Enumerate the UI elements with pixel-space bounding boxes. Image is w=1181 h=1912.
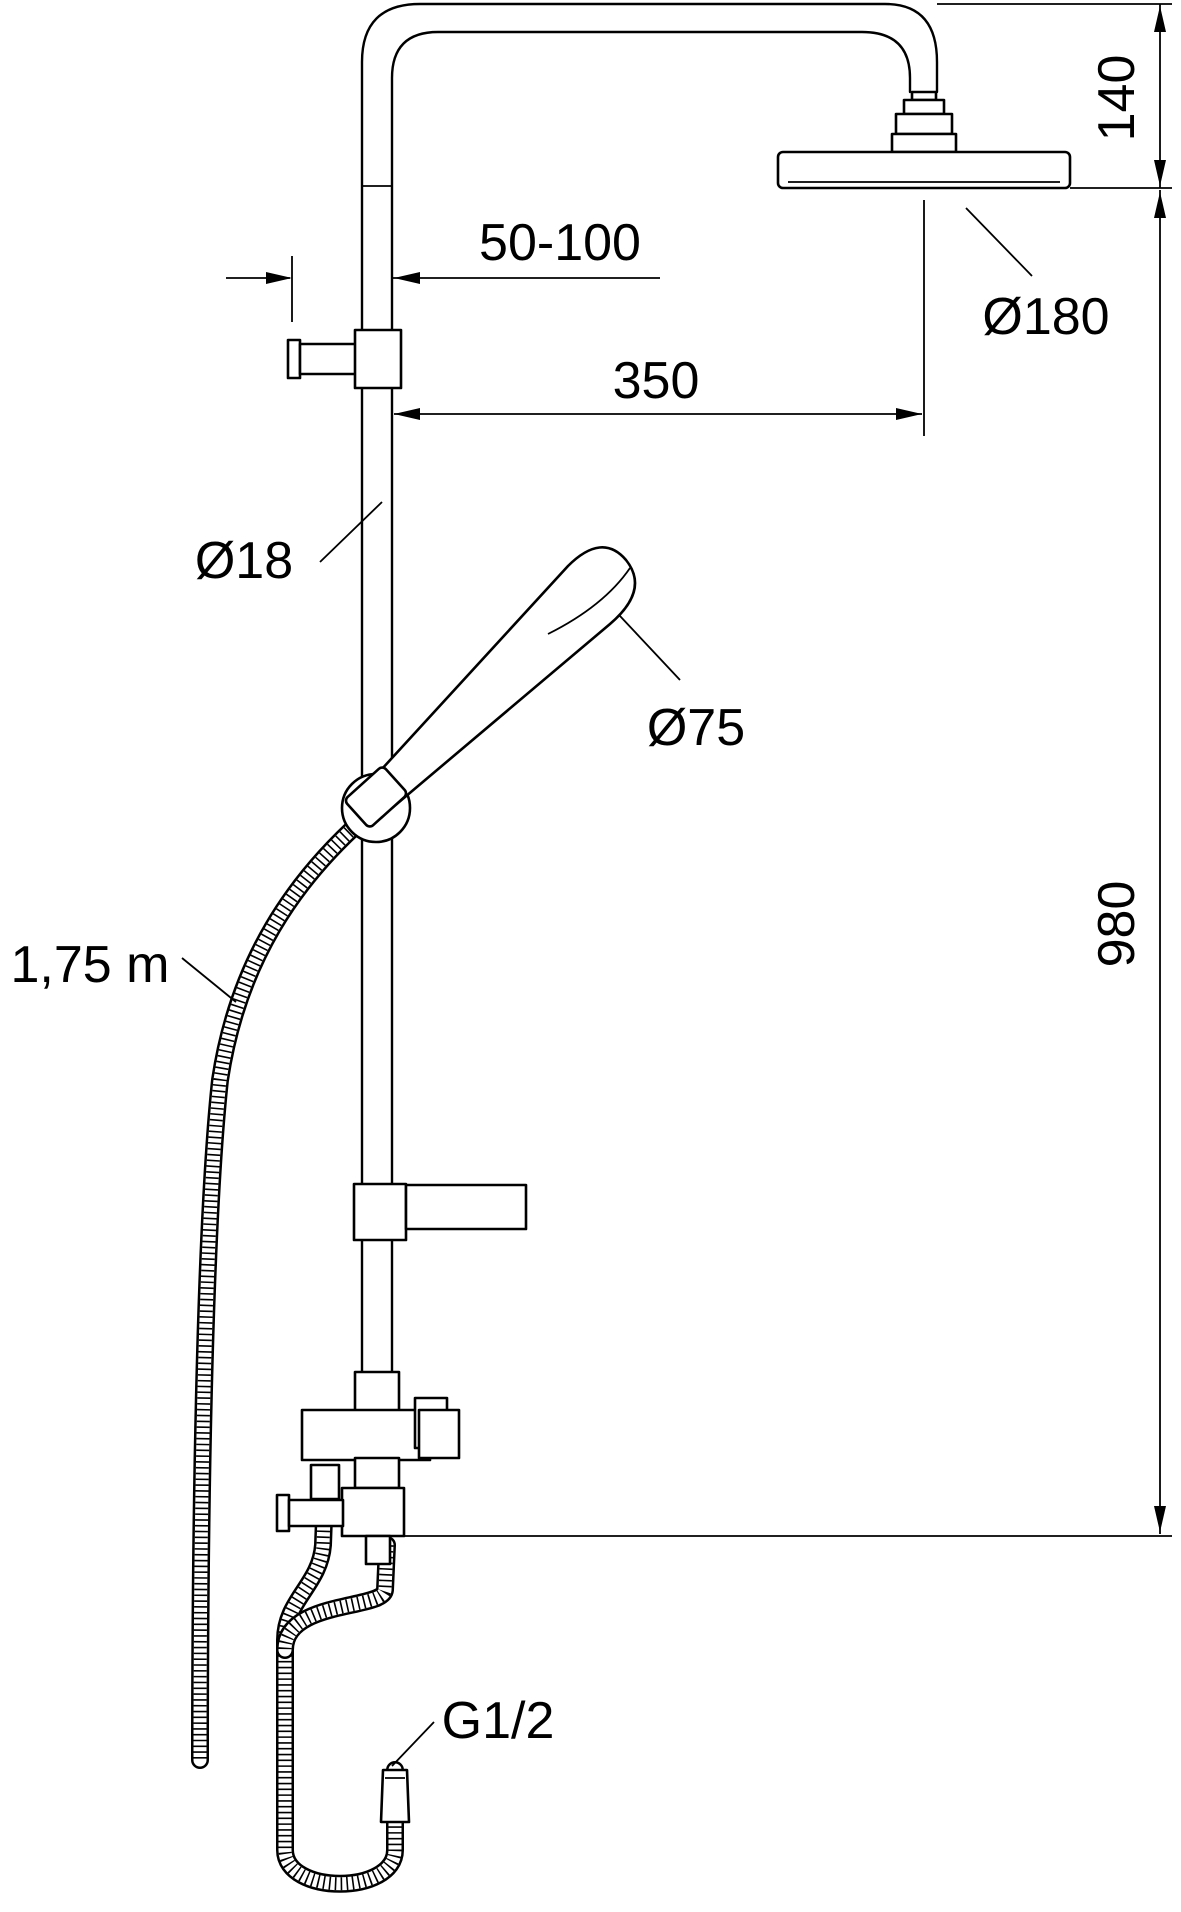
hand-shower-hose — [191, 811, 371, 1769]
label-rail-diameter: Ø18 — [195, 532, 293, 590]
diverter-body — [275, 1370, 461, 1566]
label-top-height: 140 — [1088, 55, 1146, 142]
label-slider-offset: 50-100 — [479, 214, 641, 272]
label-arm-reach: 350 — [613, 352, 700, 410]
label-head-diameter: Ø180 — [982, 288, 1109, 346]
dimension-lines — [181, 3, 1172, 1767]
inlet-connector — [379, 1768, 411, 1824]
wall-bracket-top — [286, 328, 403, 390]
inlet-hose — [276, 1481, 404, 1893]
label-hose-length: 1,75 m — [11, 936, 170, 994]
overhead-shower-head — [776, 90, 1072, 190]
label-total-height: 980 — [1088, 881, 1146, 968]
shower-rail — [360, 2, 939, 1492]
soap-dish — [352, 1182, 528, 1242]
hand-shower — [344, 546, 637, 828]
label-connection: G1/2 — [442, 1692, 555, 1750]
label-hand-shower-diameter: Ø75 — [647, 699, 745, 757]
